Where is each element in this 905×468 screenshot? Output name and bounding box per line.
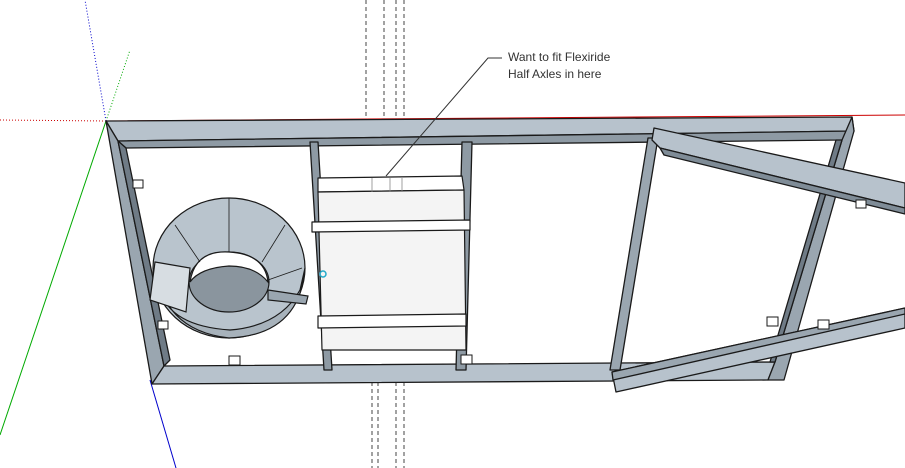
blue-axis-dotted	[84, 0, 107, 122]
annotation-line-1: Want to fit Flexiride	[508, 50, 611, 64]
bracket-tab	[855, 199, 867, 209]
axle-band-upper[interactable]	[311, 219, 471, 233]
frame-left-rail-inner	[117, 140, 171, 367]
bracket-tab	[132, 179, 144, 189]
guide-lines	[365, 0, 405, 468]
ring-tank-inner-shadow	[189, 251, 269, 284]
drawbar-upper-arm-side	[659, 147, 905, 215]
drawbar[interactable]	[611, 127, 905, 393]
ring-tank-cut-face	[149, 261, 191, 313]
bracket-tab	[460, 354, 473, 365]
axle-box-top	[317, 175, 465, 193]
bracket-tab	[817, 319, 830, 330]
annotation-line-2: Half Axles in here	[508, 67, 602, 81]
frame-right-rail-inner	[769, 139, 843, 363]
red-axis-dotted	[0, 119, 107, 122]
ring-tank[interactable]	[149, 197, 309, 339]
inference-point-icon[interactable]	[319, 270, 327, 278]
drawbar-lower-arm-side	[611, 307, 905, 381]
green-axis-solid	[0, 120, 107, 436]
bracket-tab	[766, 316, 779, 327]
frame-cross-member-right[interactable]	[609, 137, 659, 371]
bracket-tabs	[132, 179, 867, 366]
green-axis-dotted	[105, 49, 131, 122]
axle-box[interactable]	[311, 175, 471, 351]
axle-band-lower[interactable]	[317, 313, 467, 329]
blue-axis-solid	[149, 379, 177, 468]
annotation-leader	[385, 57, 502, 177]
bracket-tab	[157, 320, 169, 330]
bracket-tab	[228, 355, 241, 366]
ring-tank-front	[155, 261, 306, 339]
annotation-label[interactable]: Want to fit Flexiride Half Axles in here	[508, 49, 610, 83]
ring-tank-fitting	[267, 289, 309, 305]
